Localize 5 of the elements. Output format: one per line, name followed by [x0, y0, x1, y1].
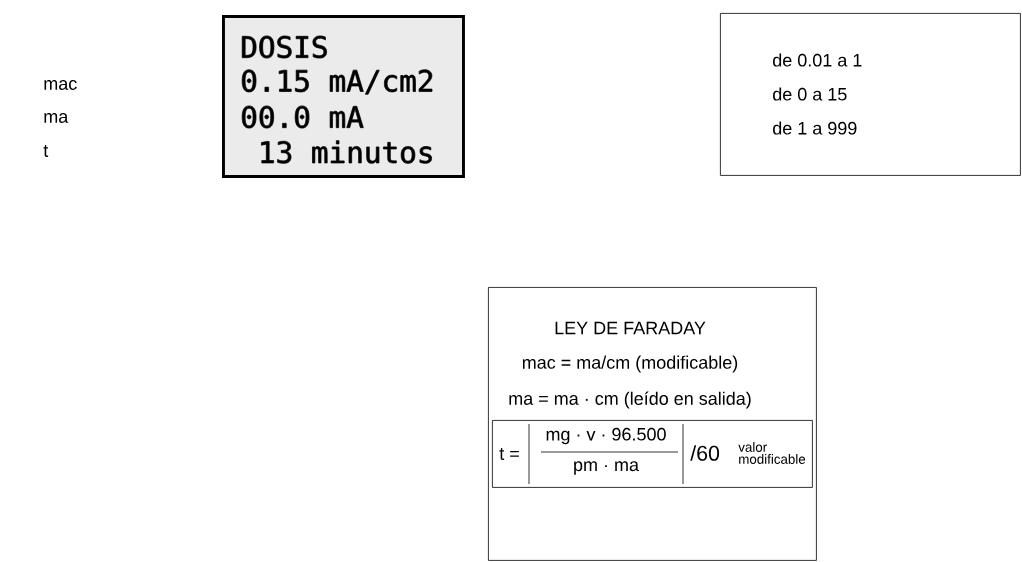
range-box: de 0.01 a 1 de 0 a 15 de 1 a 999 — [720, 13, 1021, 176]
equation-box: t = mg · v · 96.500 pm · ma /60 valor modificable — [492, 420, 813, 488]
variable-label: mac — [44, 80, 77, 90]
variable-label: t — [43, 145, 49, 157]
variable-label: ma — [44, 113, 69, 123]
